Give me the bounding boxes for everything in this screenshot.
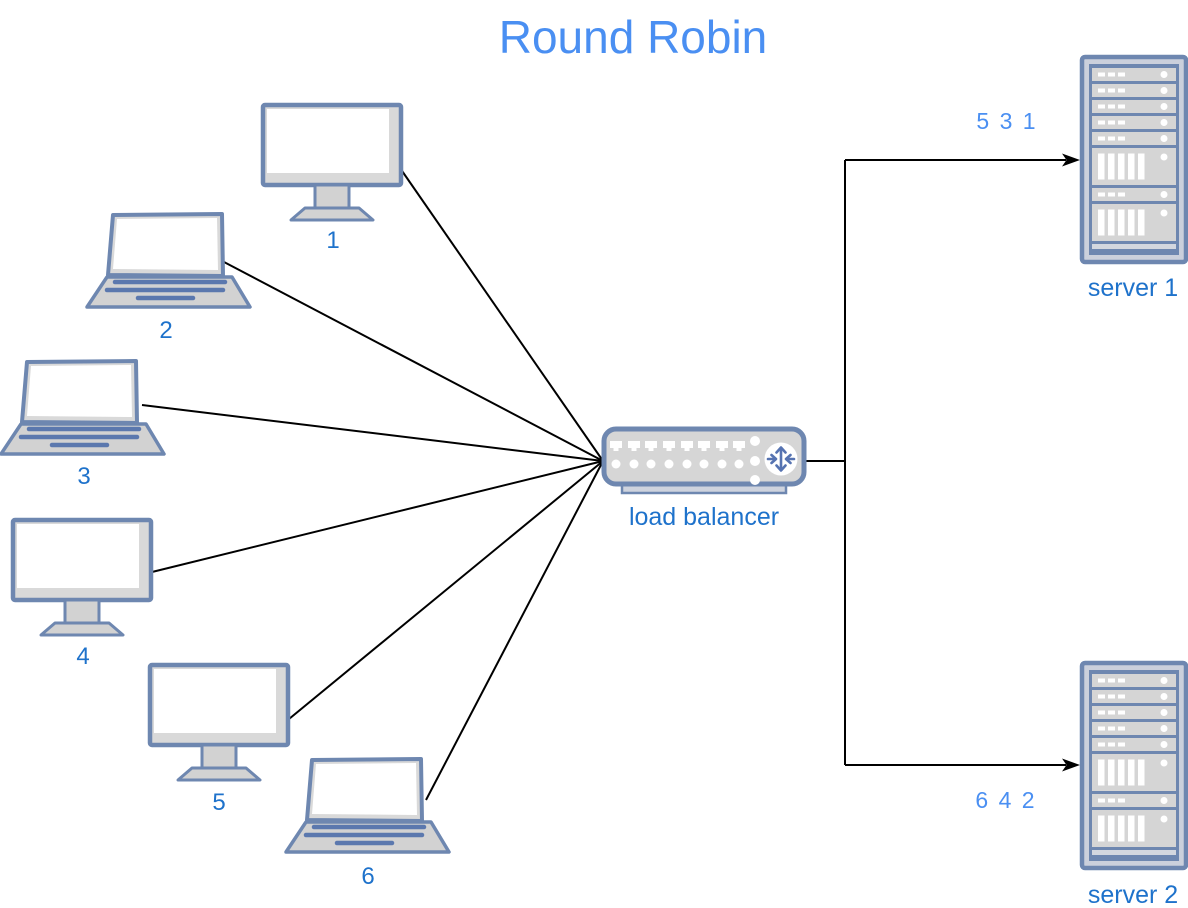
lb-leds	[611, 436, 760, 485]
lb-ports	[610, 441, 745, 451]
load-balancer-appliance	[601, 426, 807, 495]
load-balancer-label: load balancer	[628, 503, 780, 531]
client-3-laptop	[1, 361, 164, 454]
client-2-label: 2	[159, 317, 173, 344]
server-1-label: server 1	[1087, 274, 1179, 302]
connection-line-client-2	[223, 261, 604, 462]
server-1-sequence-label: 5 3 1	[976, 108, 1038, 134]
distribution-arrows-icon	[764, 442, 798, 476]
connection-line-client-5	[288, 460, 604, 720]
client-2-laptop	[87, 214, 250, 307]
client-1-monitor	[263, 105, 401, 220]
server-routing-lines	[804, 159, 1066, 766]
server-2-rack	[1082, 663, 1186, 868]
server-2-sequence-label: 6 4 2	[975, 787, 1037, 813]
client-3-label: 3	[77, 463, 91, 490]
client-1-label: 1	[326, 227, 340, 254]
client-connection-lines	[141, 167, 604, 801]
client-4-label: 4	[76, 643, 90, 670]
server-2-label: server 2	[1087, 881, 1179, 908]
connection-line-client-4	[151, 460, 604, 573]
client-6-label: 6	[361, 863, 375, 890]
client-6-laptop	[286, 759, 449, 852]
client-4-monitor	[13, 520, 151, 635]
server-1-rack	[1082, 57, 1186, 262]
arrowhead-server-2	[1062, 758, 1080, 772]
connection-line-client-3	[141, 404, 604, 462]
client-5-label: 5	[212, 789, 226, 816]
connection-line-client-6	[425, 460, 604, 801]
client-5-monitor	[150, 665, 288, 780]
connection-line-client-1	[399, 167, 604, 462]
arrowhead-server-1	[1062, 153, 1080, 167]
diagram-title: Round Robin	[498, 11, 768, 63]
